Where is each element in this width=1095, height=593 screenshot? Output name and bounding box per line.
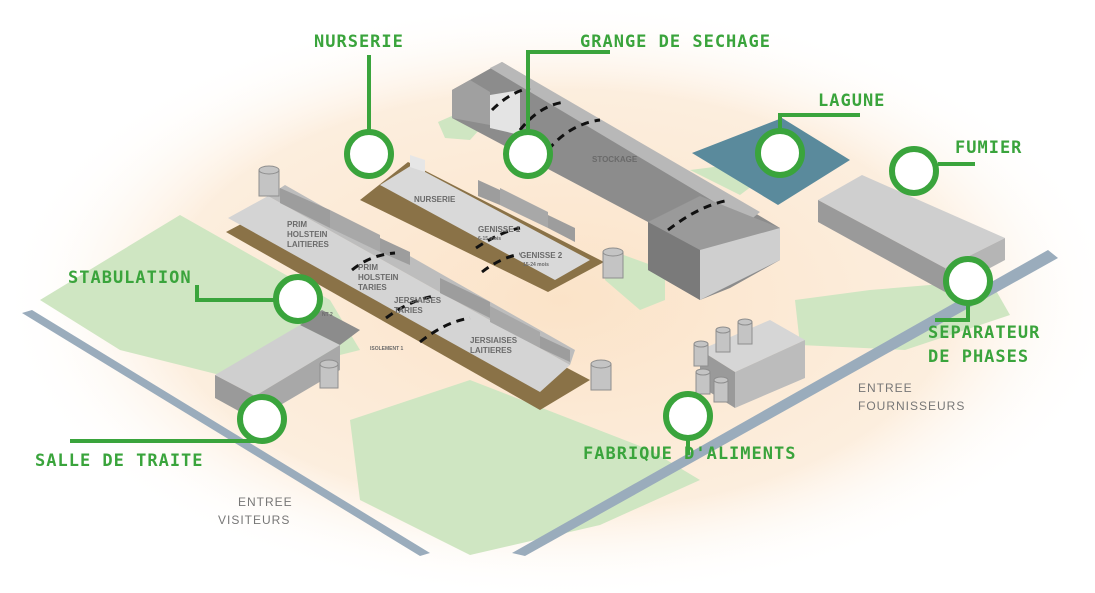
genisse1-age-label: 6-15 mois (478, 236, 501, 242)
label-grange-de-sechage[interactable]: GRANGE DE SECHAGE (580, 32, 771, 52)
dashed-dividers (351, 86, 731, 344)
silos (258, 165, 753, 403)
genisse1-label: GENISSE 1 (478, 225, 521, 234)
prim-taries-line2: HOLSTEIN (358, 273, 399, 282)
jersiaises-laitieres-line1: JERSIAISES (470, 336, 518, 345)
hotspot-salle-de-traite[interactable] (237, 394, 287, 444)
prim-laitieres-line1: PRIM (287, 220, 307, 229)
entree-fournisseurs-line2: FOURNISSEURS (858, 399, 965, 413)
hotspot-nurserie[interactable] (344, 129, 394, 179)
label-stabulation[interactable]: STABULATION (68, 268, 192, 288)
label-salle-de-traite[interactable]: SALLE DE TRAITE (35, 451, 204, 471)
genisse2-label: GENISSE 2 (520, 251, 563, 260)
prim-laitieres-line2: HOLSTEIN (287, 230, 328, 239)
hotspot-grange-de-sechage[interactable] (503, 129, 553, 179)
hotspot-lagune[interactable] (755, 128, 805, 178)
jersiaises-taries-line2: TARIES (394, 306, 423, 315)
road-left (22, 310, 430, 556)
label-fabrique-d-aliments[interactable]: FABRIQUE D'ALIMENTS (583, 444, 796, 464)
hotspot-stabulation[interactable] (273, 274, 323, 324)
label-fumier[interactable]: FUMIER (955, 138, 1022, 158)
entree-visiteurs-line1: ENTREE (238, 495, 293, 509)
nurserie-building-label: NURSERIE (414, 195, 456, 204)
genisse2-age-label: 15-24 mois (523, 262, 549, 268)
label-nurserie[interactable]: NURSERIE (314, 32, 404, 52)
entrance-labels: ENTREE FOURNISSEURS ENTREE VISITEURS (218, 381, 965, 527)
stockage-label: STOCKAGE (592, 155, 638, 164)
prim-taries-line1: PRIM (358, 263, 378, 272)
entree-visiteurs-line2: VISITEURS (218, 513, 290, 527)
prim-laitieres-line3: LAITIERES (287, 240, 329, 249)
isolement2-fragment-label: NT 2 (322, 312, 333, 318)
hotspot-fumier[interactable] (889, 146, 939, 196)
nursery-heifer-barn (360, 155, 604, 292)
hotspot-separateur-de-phases[interactable] (943, 256, 993, 306)
road-right (512, 250, 1058, 556)
label-lagune[interactable]: LAGUNE (818, 91, 885, 111)
callout-labels: NURSERIE GRANGE DE SECHAGE LAGUNE FUMIER… (35, 32, 1040, 471)
main-dairy-barns (226, 185, 590, 410)
jersiaises-taries-line1: JERSIAISES (394, 296, 442, 305)
prim-taries-line3: TARIES (358, 283, 387, 292)
entree-fournisseurs-line1: ENTREE (858, 381, 913, 395)
hotspot-fabrique-d-aliments[interactable] (663, 391, 713, 441)
isolement1-label: ISOLEMENT 1 (370, 346, 404, 352)
callout-hotspots (237, 128, 993, 444)
label-separateur-line1[interactable]: SEPARATEUR (928, 323, 1040, 343)
building-labels: STOCKAGE NURSERIE GENISSE 1 6-15 mois GE… (287, 155, 638, 355)
road-network (22, 250, 1058, 556)
label-separateur-line2[interactable]: DE PHASES (928, 347, 1029, 367)
jersiaises-laitieres-line2: LAITIERES (470, 346, 512, 355)
